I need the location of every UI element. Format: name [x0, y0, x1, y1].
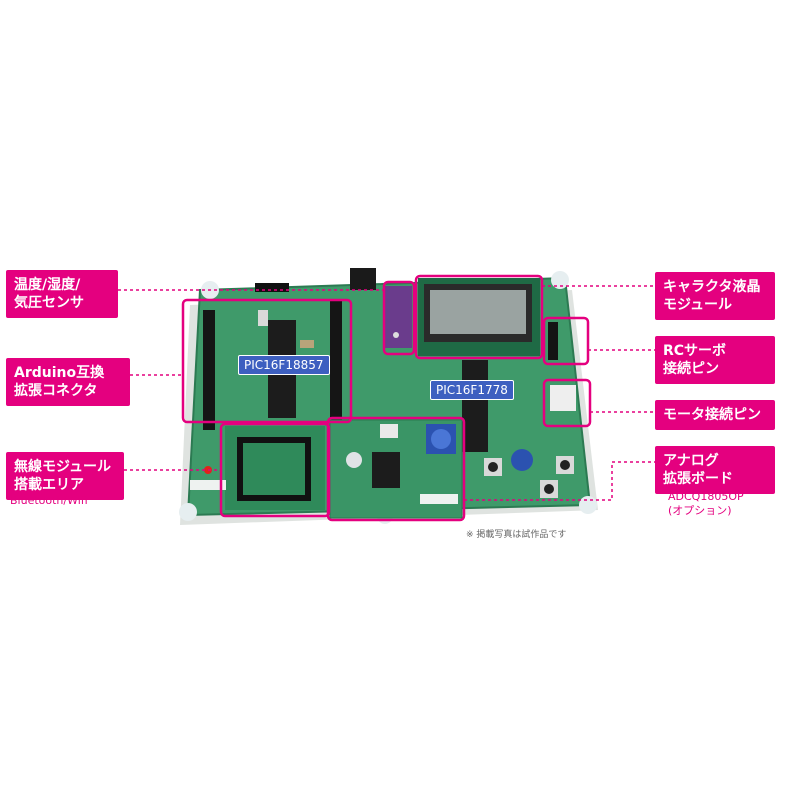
chip-label-left: PIC16F18857 [238, 355, 330, 375]
push-button-cap [488, 462, 498, 472]
frame-analog [326, 416, 466, 522]
callout-wireless-line1: 無線モジュール [14, 459, 112, 475]
frame-arduino [181, 298, 353, 424]
power-jack [350, 268, 376, 290]
callout-motor-line1: モータ接続ピン [663, 407, 761, 423]
callout-analog: アナログ 拡張ボード [655, 446, 775, 494]
potentiometer [511, 449, 533, 471]
callout-wireless: 無線モジュール 搭載エリア [6, 452, 124, 500]
callout-analog-line1: アナログ [663, 453, 719, 469]
callout-sensor-line2: 気圧センサ [14, 295, 84, 311]
silk-label [190, 480, 226, 490]
callout-wireless-sub: Bluetooth/Wifi [10, 494, 88, 508]
callout-analog-sub-line2: (オプション) [668, 504, 732, 517]
opamp-chip [372, 452, 400, 488]
leader-analog [464, 461, 655, 501]
board-foot [551, 271, 569, 289]
arduino-header [330, 300, 342, 420]
chip-label-right: PIC16F1778 [430, 380, 514, 400]
board-foot [179, 503, 197, 521]
callout-sensor-line1: 温度/湿度/ [14, 277, 81, 293]
callout-wireless-sub-line1: Bluetooth/Wifi [10, 494, 88, 507]
callout-analog-sub: ADCQ1805OP (オプション) [668, 490, 744, 518]
sensor-chip [393, 332, 399, 338]
servo-pins [548, 322, 558, 360]
callout-servo-line2: 接続ピン [663, 361, 719, 377]
callout-analog-line2: 拡張ボード [663, 471, 733, 487]
callout-lcd-line1: キャラクタ液晶 [663, 279, 761, 295]
prototype-note: ※ 掲載写真は試作品です [466, 530, 567, 540]
callout-motor: モータ接続ピン [655, 400, 775, 430]
callout-sensor: 温度/湿度/ 気圧センサ [6, 270, 118, 318]
callout-wireless-line2: 搭載エリア [14, 477, 84, 493]
callout-servo: RCサーボ 接続ピン [655, 336, 775, 384]
board-foot [579, 496, 597, 514]
push-button-cap [560, 460, 570, 470]
callout-lcd-line2: モジュール [663, 297, 733, 313]
potentiometer-knob [431, 429, 451, 449]
callout-arduino: Arduino互換 拡張コネクタ [6, 358, 130, 406]
sensor-module [384, 286, 412, 348]
wireless-socket [237, 437, 311, 501]
callout-servo-line1: RCサーボ [663, 343, 727, 359]
mcu-chip-right [462, 360, 488, 452]
frame-lcd [414, 274, 544, 360]
silk-label [420, 494, 458, 504]
frame-sensor [382, 280, 416, 356]
callout-arduino-line1: Arduino互換 [14, 365, 105, 381]
lcd-screen [430, 290, 526, 334]
callout-arduino-line2: 拡張コネクタ [14, 383, 98, 399]
frame-servo [542, 316, 590, 366]
frame-motor [542, 378, 592, 428]
callout-lcd: キャラクタ液晶 モジュール [655, 272, 775, 320]
push-button-cap [544, 484, 554, 494]
pin-header [255, 283, 289, 292]
switch [258, 310, 268, 326]
motor-connector [550, 385, 576, 411]
arduino-header [203, 310, 215, 430]
component [300, 340, 314, 348]
callout-analog-sub-line1: ADCQ1805OP [668, 490, 744, 503]
connector [380, 424, 398, 438]
component [346, 452, 362, 468]
